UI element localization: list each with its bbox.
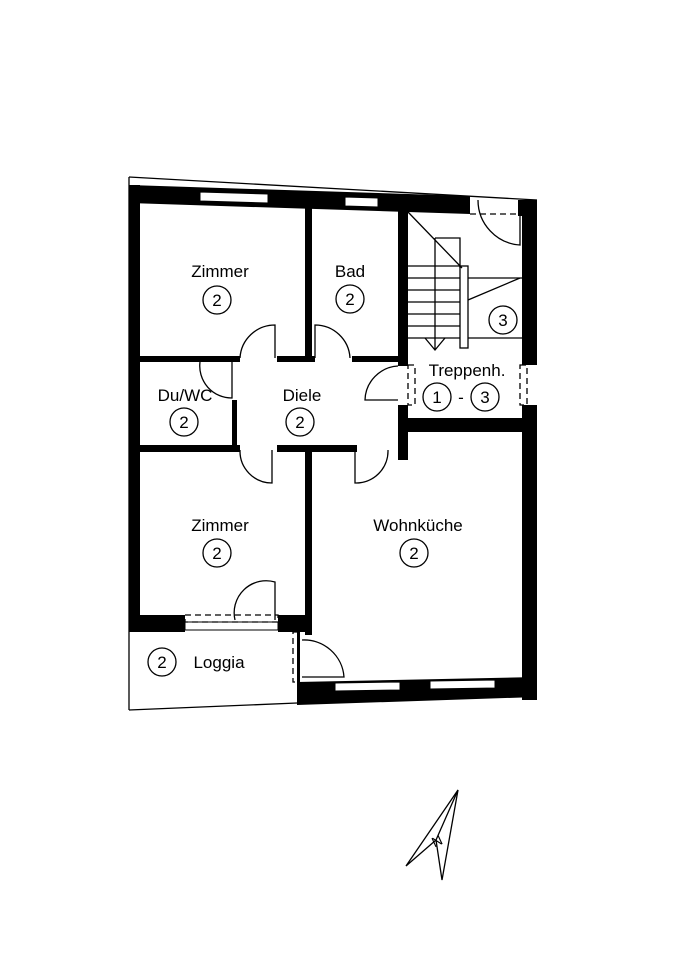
room-du-wc: Du/WC 2 — [158, 386, 213, 437]
room-label: Wohnküche — [373, 516, 462, 535]
room-label: Diele — [283, 386, 322, 405]
room-zimmer-top: Zimmer 2 — [191, 262, 249, 315]
room-diele: Diele 2 — [283, 386, 322, 437]
floor-number: 2 — [212, 544, 221, 563]
room-loggia: 2 Loggia — [147, 647, 245, 677]
room-label: Bad — [335, 262, 365, 281]
range-dash: - — [458, 388, 464, 407]
room-treppenhaus: Treppenh. 1 - 3 3 — [422, 305, 518, 412]
room-zimmer-bottom: Zimmer 2 — [191, 516, 249, 568]
stair-floor-number: 3 — [498, 311, 507, 330]
room-label: Zimmer — [191, 516, 249, 535]
staircase — [407, 211, 522, 352]
floor-number: 2 — [179, 413, 188, 432]
floor-number: 2 — [409, 544, 418, 563]
windows — [184, 191, 496, 692]
floor-number: 2 — [212, 291, 221, 310]
floor-from: 1 — [432, 388, 441, 407]
floor-number: 2 — [157, 653, 166, 672]
floor-number: 2 — [345, 290, 354, 309]
room-label: Zimmer — [191, 262, 249, 281]
doors — [184, 199, 528, 683]
room-label: Loggia — [193, 653, 245, 672]
north-label: N — [429, 832, 445, 851]
floor-number: 2 — [295, 413, 304, 432]
floor-to: 3 — [480, 388, 489, 407]
room-bad: Bad 2 — [335, 262, 365, 314]
room-label: Du/WC — [158, 386, 213, 405]
north-arrow-icon: N — [405, 789, 459, 881]
room-label: Treppenh. — [429, 361, 506, 380]
room-wohnkueche: Wohnküche 2 — [373, 516, 463, 568]
